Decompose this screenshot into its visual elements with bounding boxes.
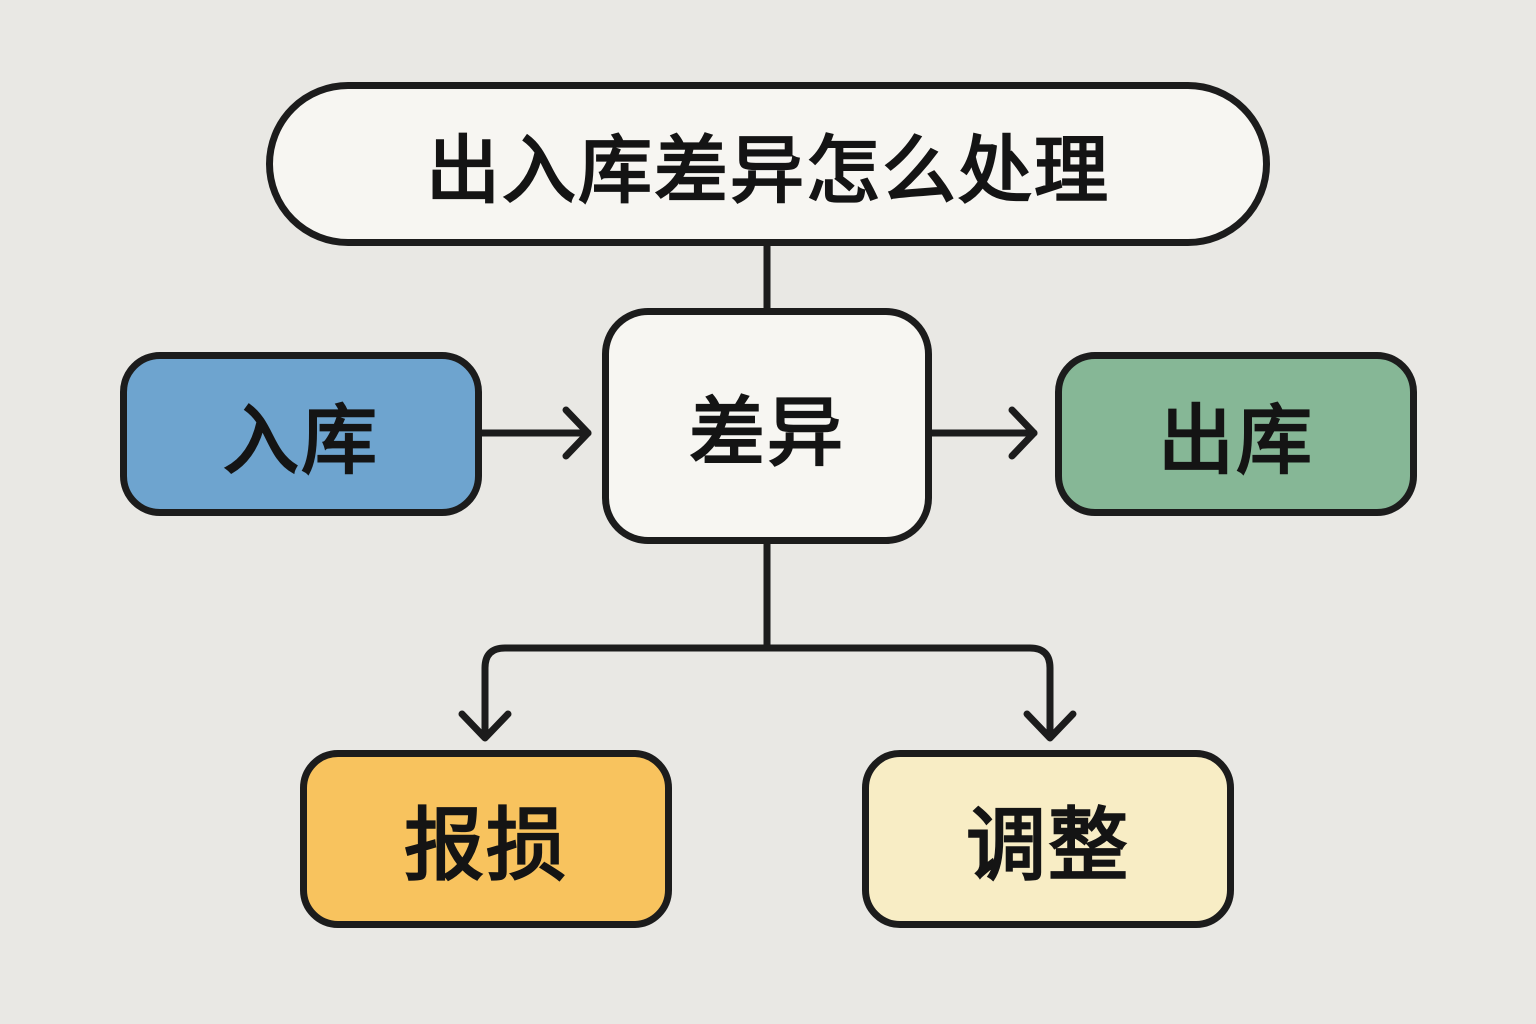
inbound-arrowhead bbox=[562, 406, 592, 460]
branch-to-adjust bbox=[763, 644, 1054, 740]
outbound-node: 出库 bbox=[1055, 352, 1417, 516]
title-text: 出入库差异怎么处理 bbox=[426, 127, 1110, 214]
inbound-label: 入库 bbox=[223, 396, 379, 485]
write-off-node: 报损 bbox=[300, 750, 672, 928]
write-off-arrowhead bbox=[458, 710, 512, 742]
write-off-label: 报损 bbox=[404, 799, 568, 892]
adjust-label: 调整 bbox=[966, 799, 1130, 892]
adjust-node: 调整 bbox=[862, 750, 1234, 928]
adjust-arrowhead bbox=[1023, 710, 1077, 742]
difference-node: 差异 bbox=[602, 308, 932, 544]
outbound-label: 出库 bbox=[1158, 396, 1314, 485]
outbound-arrowhead bbox=[1008, 406, 1038, 460]
difference-label: 差异 bbox=[689, 388, 845, 477]
title-node: 出入库差异怎么处理 bbox=[266, 82, 1270, 246]
inbound-node: 入库 bbox=[120, 352, 482, 516]
branch-to-write-off bbox=[481, 644, 771, 740]
